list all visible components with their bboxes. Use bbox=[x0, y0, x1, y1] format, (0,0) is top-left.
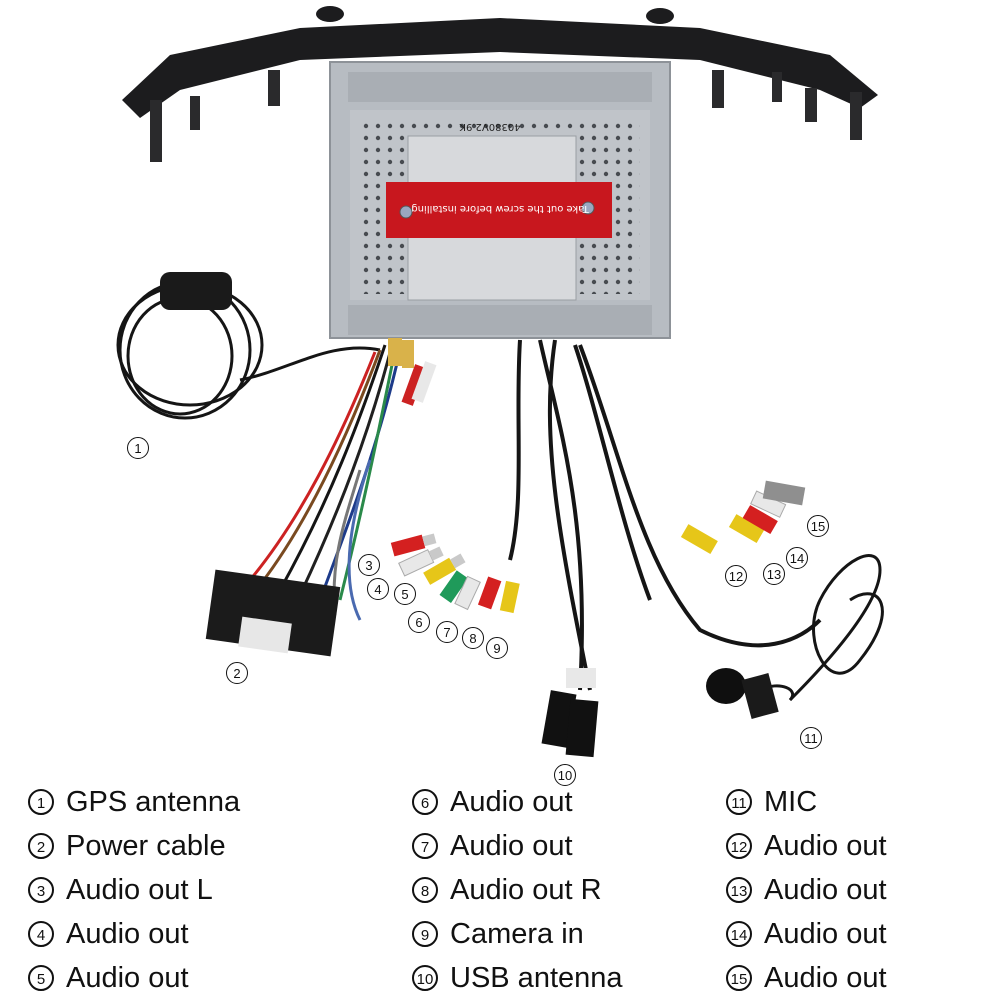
legend-label: USB antenna bbox=[450, 961, 623, 994]
center-cables bbox=[508, 339, 822, 691]
legend-column-1: 1 GPS antenna 2 Power cable 3 Audio out L 4… bbox=[28, 780, 240, 1000]
legend-item: 9 Camera in bbox=[412, 912, 623, 956]
legend-item: 7 Audio out bbox=[412, 824, 623, 868]
legend-label: Audio out R bbox=[450, 873, 602, 906]
gps-antenna-puck bbox=[160, 272, 232, 310]
power-connector-label bbox=[238, 616, 292, 654]
usb-connectors bbox=[541, 668, 599, 758]
legend-item: 15 Audio out bbox=[726, 956, 887, 1000]
callout-13: 13 bbox=[763, 563, 785, 585]
legend-label: Audio out bbox=[764, 961, 887, 994]
callout-5: 5 bbox=[394, 583, 416, 605]
legend-item: 1 GPS antenna bbox=[28, 780, 240, 824]
legend-label: MIC bbox=[764, 785, 818, 818]
legend-label: Audio out bbox=[66, 961, 189, 994]
product-photo: 40380V2.9K Take out the screw before ins… bbox=[116, 6, 884, 786]
legend-number: 9 bbox=[412, 921, 438, 947]
rca-bundle-left bbox=[390, 533, 520, 614]
callout-8: 8 bbox=[462, 627, 484, 649]
legend-item: 14 Audio out bbox=[726, 912, 887, 956]
callout-10: 10 bbox=[554, 764, 576, 786]
rca-bundle-right bbox=[680, 480, 806, 555]
legend-label: Audio out bbox=[764, 829, 887, 862]
power-connector bbox=[205, 569, 341, 657]
head-unit-illustration: 40380V2.9K Take out the screw before ins… bbox=[116, 6, 884, 758]
callout-9: 9 bbox=[486, 637, 508, 659]
legend-number: 8 bbox=[412, 877, 438, 903]
legend-item: 8 Audio out R bbox=[412, 868, 623, 912]
legend-label: Power cable bbox=[66, 829, 226, 862]
device-model-label: 40380V2.9K bbox=[459, 121, 521, 132]
microphone bbox=[706, 554, 884, 719]
legend-label: GPS antenna bbox=[66, 785, 241, 818]
legend-item: 6 Audio out bbox=[412, 780, 623, 824]
legend-item: 4 Audio out bbox=[28, 912, 240, 956]
callout-6: 6 bbox=[408, 611, 430, 633]
legend-label: Audio out L bbox=[66, 873, 213, 906]
legend-label: Camera in bbox=[450, 917, 584, 950]
legend-label: Audio out bbox=[450, 785, 573, 818]
legend-number: 12 bbox=[726, 833, 752, 859]
callout-14: 14 bbox=[786, 547, 808, 569]
callout-1: 1 bbox=[127, 437, 149, 459]
legend-number: 13 bbox=[726, 877, 752, 903]
legend-number: 6 bbox=[412, 789, 438, 815]
legend-label: Audio out bbox=[764, 917, 887, 950]
legend-label: Audio out bbox=[764, 873, 887, 906]
legend-item: 12 Audio out bbox=[726, 824, 887, 868]
sticker-warning-text: Take out the screw before installing bbox=[411, 203, 589, 214]
legend-number: 7 bbox=[412, 833, 438, 859]
legend-label: Audio out bbox=[66, 917, 189, 950]
top-rca-pair bbox=[388, 338, 437, 406]
callout-4: 4 bbox=[367, 578, 389, 600]
legend-number: 11 bbox=[726, 789, 752, 815]
legend-number: 2 bbox=[28, 833, 54, 859]
legend-item: 10 USB antenna bbox=[412, 956, 623, 1000]
legend-number: 4 bbox=[28, 921, 54, 947]
legend-label: Audio out bbox=[450, 829, 573, 862]
callout-3: 3 bbox=[358, 554, 380, 576]
legend-item: 3 Audio out L bbox=[28, 868, 240, 912]
callout-12: 12 bbox=[725, 565, 747, 587]
legend-item: 13 Audio out bbox=[726, 868, 887, 912]
warning-sticker: Take out the screw before installing bbox=[386, 182, 612, 238]
callout-11: 11 bbox=[800, 727, 822, 749]
legend-number: 10 bbox=[412, 965, 438, 991]
legend-item: 2 Power cable bbox=[28, 824, 240, 868]
legend-number: 5 bbox=[28, 965, 54, 991]
legend-item: 5 Audio out bbox=[28, 956, 240, 1000]
legend-number: 14 bbox=[726, 921, 752, 947]
callout-2: 2 bbox=[226, 662, 248, 684]
legend-item: 11 MIC bbox=[726, 780, 887, 824]
callout-15: 15 bbox=[807, 515, 829, 537]
legend-number: 15 bbox=[726, 965, 752, 991]
legend-number: 1 bbox=[28, 789, 54, 815]
callout-7: 7 bbox=[436, 621, 458, 643]
legend-number: 3 bbox=[28, 877, 54, 903]
